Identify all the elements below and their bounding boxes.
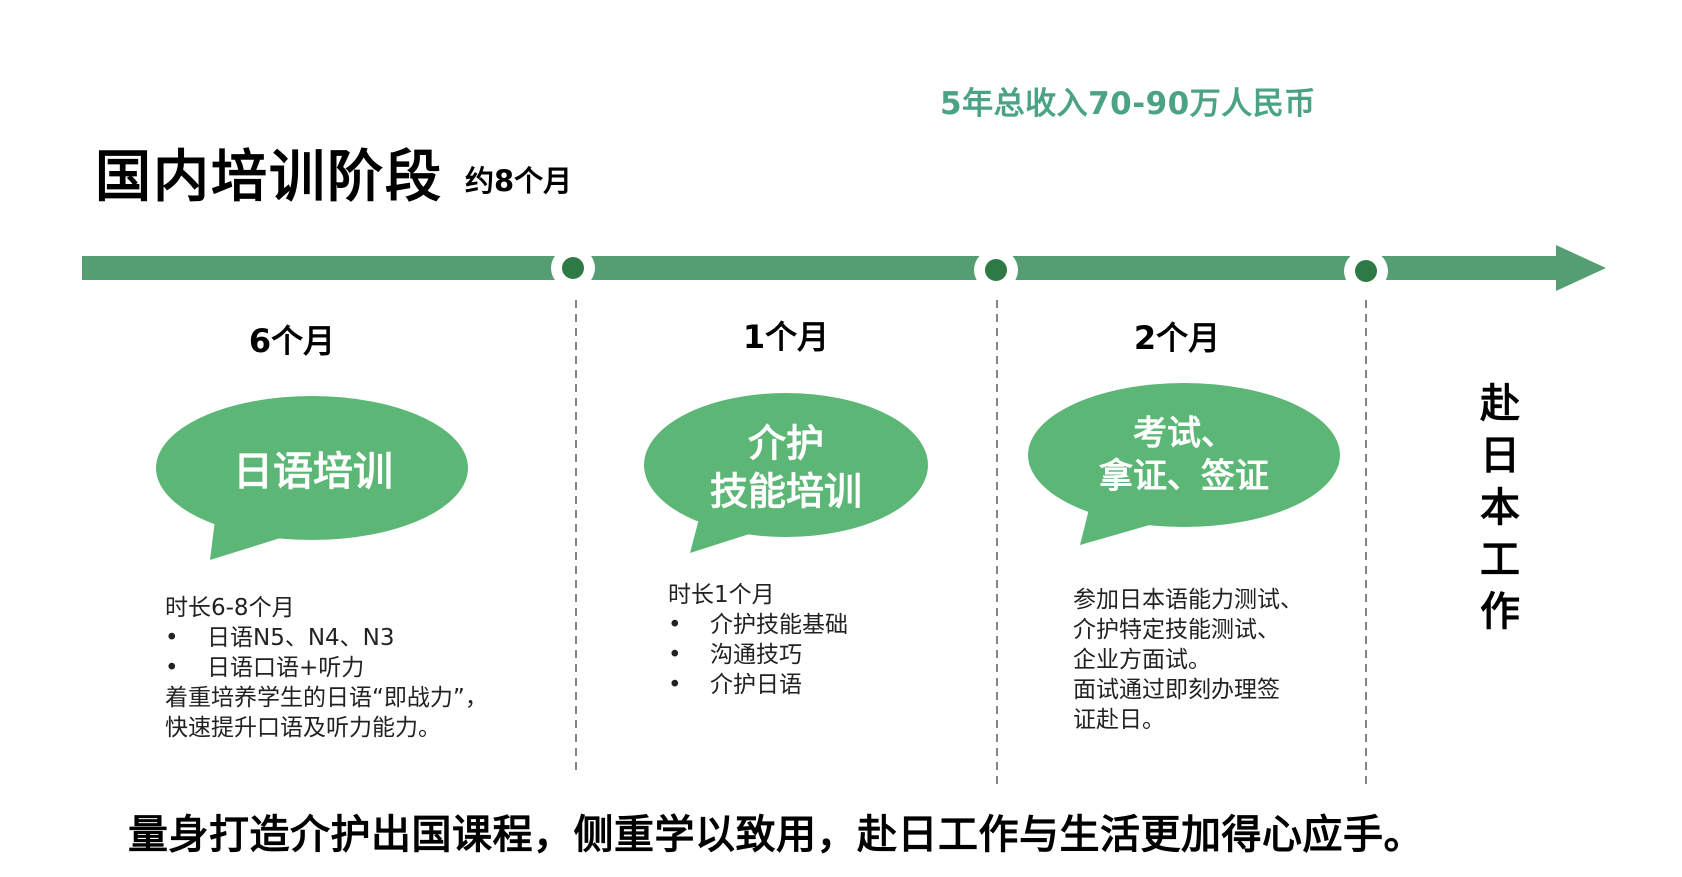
stage-title: 介护 技能培训 [709,421,863,514]
timeline-node [1344,250,1388,292]
title-duration: 约8个月 [465,164,573,198]
stage-title: 日语培训 [233,449,393,495]
stage-duration: 1个月 [742,318,830,356]
stage-title: 考试、 拿证、签证 [1099,413,1269,497]
speech-bubble-icon [1028,383,1340,545]
timeline-bar [82,256,1557,280]
speech-bubble-icon [644,393,928,553]
stage-description: 时长1个月 •介护技能基础 •沟通技巧 •介护日语 [668,582,848,698]
timeline-node [974,249,1018,291]
speech-bubble-icon [156,396,468,560]
list-item: •日语N5、N4、N3 [165,625,395,651]
stage-duration: 6个月 [248,322,336,360]
timeline-node [551,247,595,289]
stage-description: 时长6-8个月 •日语N5、N4、N3 •日语口语+听力 着重培养学生的日语“即… [165,595,488,741]
stage-description: 参加日本语能力测试、 介护特定技能测试、 企业方面试。 面试通过即刻办理签 证赴… [1073,587,1303,733]
footer-slogan: 量身打造介护出国课程，侧重学以致用，赴日工作与生活更加得心应手。 [128,812,1424,858]
stage-duration: 2个月 [1133,319,1221,357]
income-note: 5年总收入70-90万人民币 [940,86,1316,122]
page-title: 国内培训阶段 [95,145,443,210]
final-stage-label: 赴日本工作 [1480,381,1520,635]
list-item: •日语口语+听力 [165,655,365,681]
list-item: •介护日语 [668,672,802,698]
list-item: •沟通技巧 [668,642,802,668]
list-item: •介护技能基础 [668,612,848,638]
arrow-head-icon [1556,245,1606,291]
